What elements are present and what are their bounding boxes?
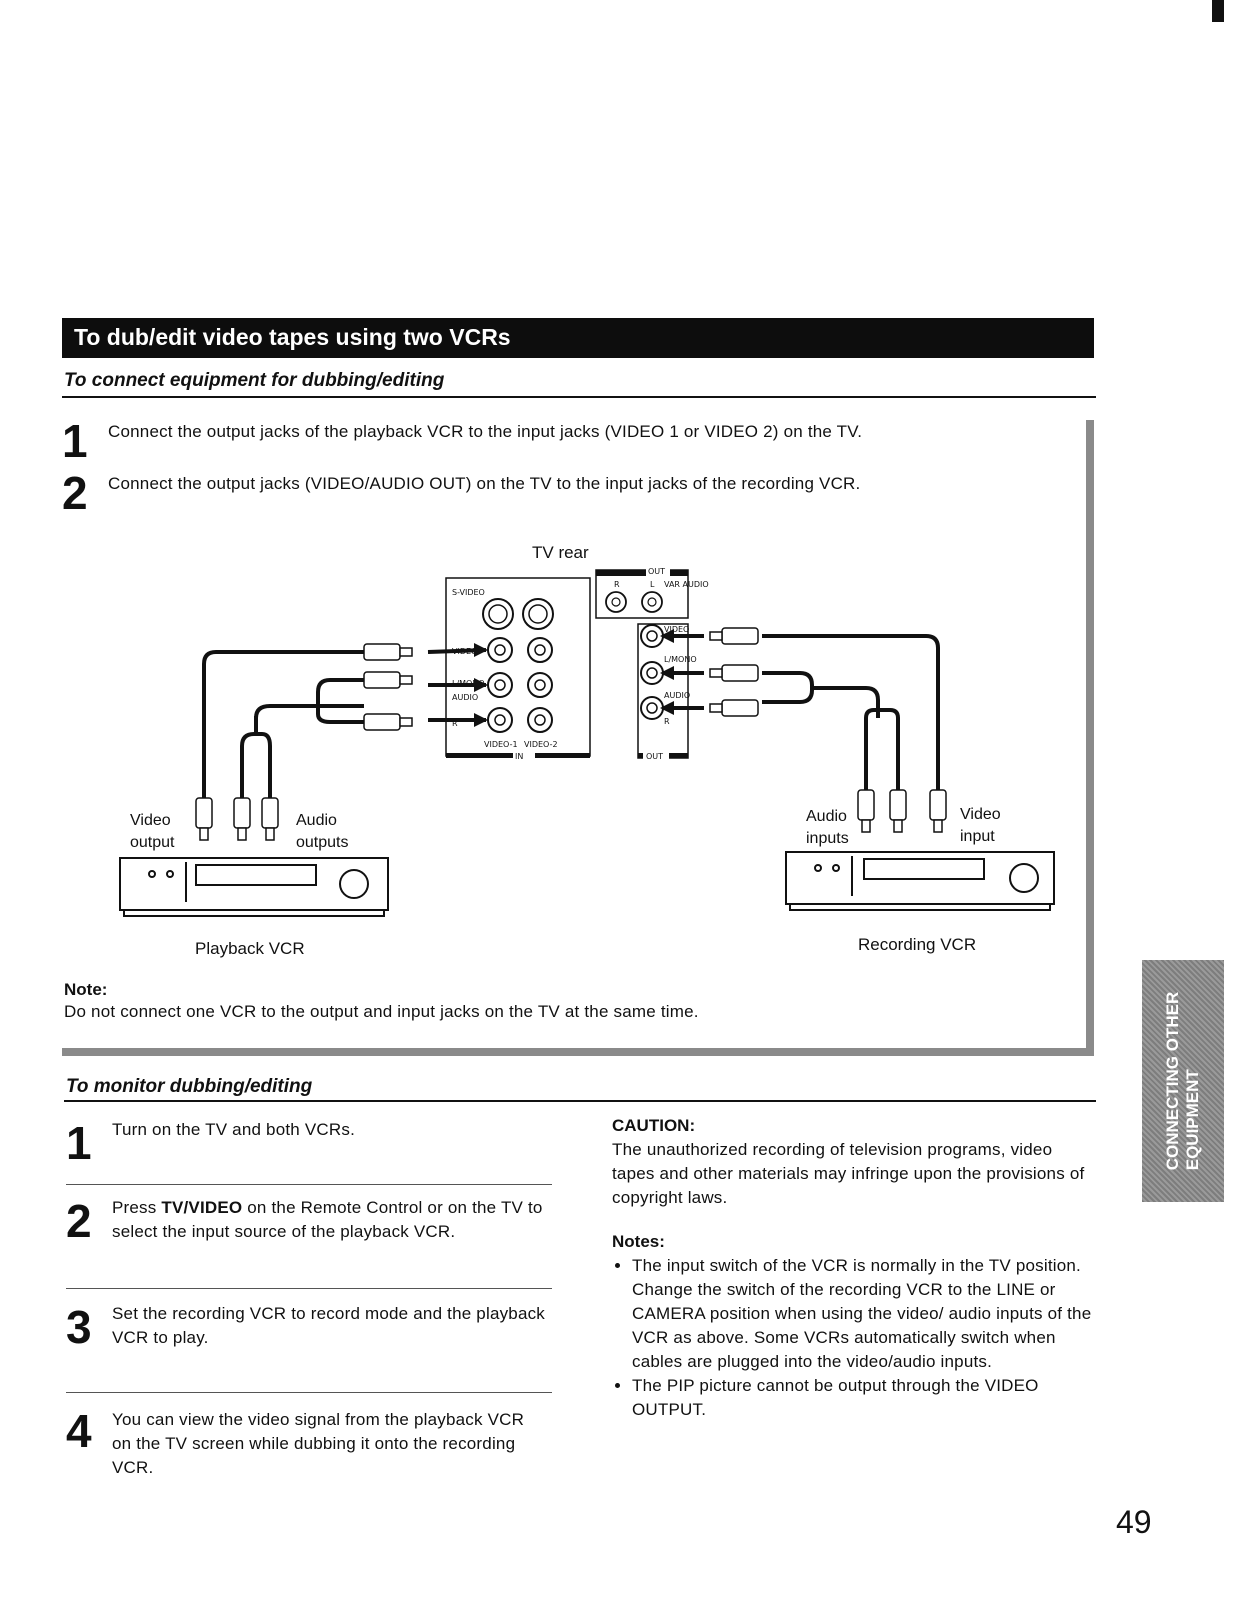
section-side-tab: CONNECTING OTHER EQUIPMENT — [1142, 960, 1224, 1202]
tv-var-audio-panel: OUT R L VAR AUDIO — [595, 566, 709, 619]
tv-rear-label: TV rear — [532, 543, 589, 562]
monitor-step-3-text: Set the recording VCR to record mode and… — [112, 1304, 546, 1347]
audio-in-label: AUDIO — [452, 693, 478, 702]
playback-vertical-plugs — [195, 797, 279, 841]
audio-inputs-label-1: Audio — [806, 808, 847, 825]
var-r-label: R — [614, 580, 620, 589]
audio-outputs-label-1: Audio — [296, 812, 337, 829]
side-tab-text: CONNECTING OTHER EQUIPMENT — [1163, 991, 1202, 1171]
audio-r-1-jack — [487, 707, 513, 733]
out-top-label: OUT — [648, 567, 665, 576]
s-video-label: S-VIDEO — [452, 588, 485, 597]
monitor-step-1-text: Turn on the TV and both VCRs. — [112, 1120, 355, 1139]
connect-step-2-text: Connect the output jacks (VIDEO/AUDIO OU… — [108, 474, 861, 493]
var-l-label: L — [650, 580, 655, 589]
audio-l-2-jack — [527, 672, 553, 698]
video-output-label-2: output — [130, 834, 175, 851]
monitor-step-4-number: 4 — [66, 1405, 92, 1457]
r-in-label: R — [452, 719, 458, 728]
playback-cables — [202, 650, 364, 798]
in-arrowheads — [474, 643, 488, 727]
l-mono-out-label: L/MONO — [664, 655, 697, 664]
connect-heading: To connect equipment for dubbing/editing — [64, 370, 445, 391]
monitor-heading-rule — [64, 1100, 1096, 1102]
video1-label: VIDEO-1 — [484, 740, 518, 749]
section-header-bar: To dub/edit video tapes using two VCRs — [62, 318, 1094, 358]
recording-vertical-plugs — [857, 789, 947, 833]
notes-list: The input switch of the VCR is normally … — [612, 1254, 1106, 1422]
monitor-step-2-number: 2 — [66, 1195, 92, 1247]
var-audio-label: VAR AUDIO — [664, 580, 709, 589]
recording-cables — [762, 634, 940, 790]
playback-vcr — [119, 857, 389, 917]
var-audio-l-jack — [641, 591, 663, 613]
section-title: To dub/edit video tapes using two VCRs — [74, 324, 511, 350]
connect-step-1-number: 1 — [62, 415, 88, 467]
s-video-jack-2 — [522, 598, 554, 630]
tv-output-panel: VIDEO L/MONO AUDIO R OUT — [637, 623, 697, 761]
monitor-divider-2 — [66, 1288, 552, 1289]
connect-step-1-text: Connect the output jacks of the playback… — [108, 422, 863, 441]
note-label: Note: — [64, 980, 108, 999]
audio-r-out-jack — [640, 696, 664, 720]
video-input-label-1: Video — [960, 806, 1001, 823]
audio-outputs-label-2: outputs — [296, 834, 349, 851]
video2-label: VIDEO-2 — [524, 740, 558, 749]
recording-plugs — [709, 627, 759, 717]
video-out-label: VIDEO — [664, 625, 689, 634]
audio-out-label: AUDIO — [664, 691, 690, 700]
tv-input-panel: S-VIDEO VIDEO L/MONO AUDIO R VIDEO-1 VID… — [445, 577, 591, 761]
box-right-border — [1086, 420, 1094, 1056]
monitor-step-1-number: 1 — [66, 1117, 92, 1169]
notes-label: Notes: — [612, 1232, 665, 1251]
audio-l-1-jack — [487, 672, 513, 698]
monitor-step-3-number: 3 — [66, 1301, 92, 1353]
connect-step-2-number: 2 — [62, 467, 88, 519]
monitor-heading: To monitor dubbing/editing — [66, 1076, 313, 1097]
in-label: IN — [515, 752, 523, 761]
monitor-step-2-text: Press TV/VIDEO on the Remote Control or … — [112, 1198, 543, 1241]
corner-mark — [1212, 0, 1224, 22]
recording-vcr — [785, 851, 1055, 911]
monitor-divider-3 — [66, 1392, 552, 1393]
audio-inputs-label-2: inputs — [806, 830, 849, 847]
note-text: Do not connect one VCR to the output and… — [64, 1002, 699, 1021]
monitor-step-4-text: You can view the video signal from the p… — [112, 1410, 525, 1477]
monitor-divider-1 — [66, 1184, 552, 1185]
video-1-jack — [487, 637, 513, 663]
s-video-jack-1 — [482, 598, 514, 630]
connect-heading-rule — [62, 396, 1096, 398]
out-arrowheads — [660, 629, 674, 715]
video-2-jack — [527, 637, 553, 663]
audio-l-out-jack — [640, 661, 664, 685]
playback-vcr-label: Playback VCR — [195, 939, 305, 958]
audio-r-2-jack — [527, 707, 553, 733]
box-bottom-border — [62, 1048, 1094, 1056]
caution-label: CAUTION: — [612, 1116, 696, 1135]
page-number: 49 — [1116, 1504, 1152, 1540]
notes-item-2: The PIP picture cannot be output through… — [632, 1374, 1106, 1422]
video-input-label-2: input — [960, 828, 995, 845]
playback-plugs — [363, 643, 413, 731]
r-out-label: R — [664, 717, 670, 726]
var-audio-r-jack — [605, 591, 627, 613]
video-out-jack — [640, 624, 664, 648]
out-bottom-label: OUT — [646, 752, 663, 761]
connection-diagram: TV rear S-VIDEO VIDEO L/MONO AUDIO R VID… — [119, 543, 1055, 917]
video-output-label-1: Video — [130, 812, 171, 829]
caution-text: The unauthorized recording of television… — [612, 1140, 1085, 1207]
notes-item-1: The input switch of the VCR is normally … — [632, 1254, 1106, 1374]
recording-vcr-label: Recording VCR — [858, 935, 977, 954]
